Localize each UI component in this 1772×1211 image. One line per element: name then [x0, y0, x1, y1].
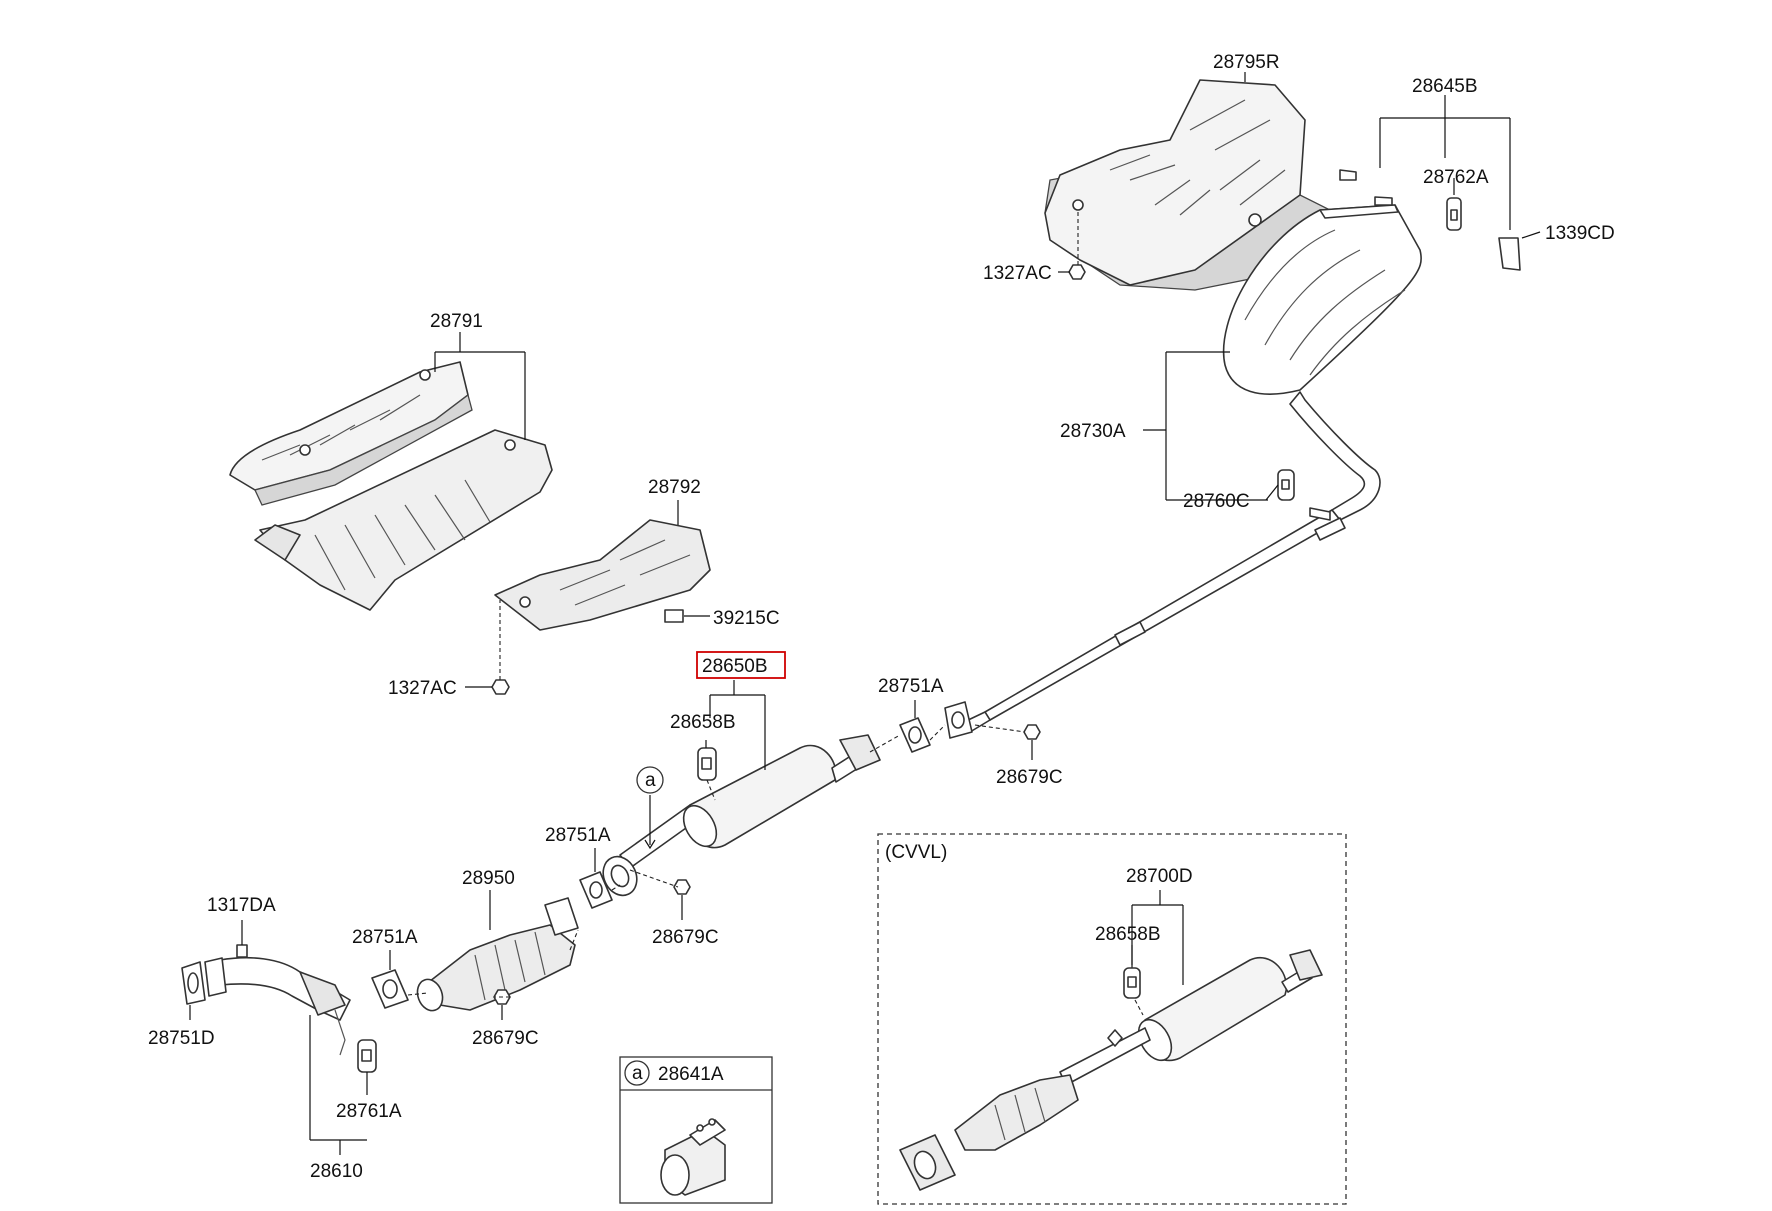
front-pipe-28610[interactable]: [204, 956, 351, 1056]
label-28761A: 28761A: [336, 1101, 402, 1122]
label-1339CD: 1339CD: [1545, 223, 1615, 244]
callout-a-circle: [636, 766, 664, 794]
label-1317DA: 1317DA: [207, 895, 276, 916]
gasket-28751A-right[interactable]: [899, 717, 931, 753]
nut-1327AC-mid[interactable]: [491, 679, 510, 695]
gasket-28751A-mid[interactable]: [579, 871, 613, 909]
label-28751A-right: 28751A: [878, 676, 944, 697]
nut-28679C-mid[interactable]: [673, 879, 691, 895]
label-28679C-left: 28679C: [472, 1028, 539, 1049]
center-muffler-28650B[interactable]: [597, 734, 881, 901]
cvvl-inset: [877, 833, 1347, 1205]
label-28792: 28792: [648, 477, 701, 498]
pipe-flange-right[interactable]: [944, 701, 973, 739]
label-28762A: 28762A: [1423, 167, 1489, 188]
label-28658B-inset: 28658B: [1095, 924, 1161, 945]
nut-1327AC-top[interactable]: [1068, 264, 1086, 280]
label-28751A-mid: 28751A: [545, 825, 611, 846]
clamp-detail-box-28641A[interactable]: [619, 1056, 773, 1204]
label-1327AC-mid: 1327AC: [388, 678, 457, 699]
gasket-28751D[interactable]: [181, 961, 206, 1005]
label-28751A-left: 28751A: [352, 927, 418, 948]
label-28700D: 28700D: [1126, 866, 1193, 887]
label-28645B: 28645B: [1412, 76, 1478, 97]
label-28658B-main: 28658B: [670, 712, 736, 733]
bolt-1317DA[interactable]: [236, 944, 248, 958]
rear-muffler-28730A[interactable]: [963, 204, 1423, 733]
catalytic-converter-28950[interactable]: [413, 897, 579, 1014]
rear-hanger-assembly[interactable]: [1339, 169, 1521, 271]
label-cvvl: (CVVL): [885, 842, 947, 863]
label-28650B: 28650B: [702, 656, 768, 677]
clip-39215C[interactable]: [664, 609, 684, 623]
label-28679C-mid: 28679C: [652, 927, 719, 948]
label-39215C: 39215C: [713, 608, 780, 629]
heat-shield-28792[interactable]: [494, 519, 711, 631]
part-labels: 28795R 28645B 28762A 1339CD 1327AC 28791…: [148, 52, 1615, 1182]
label-28760C: 28760C: [1183, 491, 1250, 512]
highlight-28650B: [696, 651, 786, 679]
leader-lines: [189, 72, 1541, 1155]
label-28730A: 28730A: [1060, 421, 1126, 442]
label-28641A: 28641A: [658, 1064, 724, 1085]
label-28610: 28610: [310, 1161, 363, 1182]
callout-a-letter: a: [645, 770, 656, 791]
label-28679C-right: 28679C: [996, 767, 1063, 788]
label-28791: 28791: [430, 311, 483, 332]
label-28751D: 28751D: [148, 1028, 215, 1049]
hanger-rubber-28760C[interactable]: [1277, 469, 1331, 521]
heat-shield-28791[interactable]: [229, 361, 553, 611]
nut-28679C-right[interactable]: [1023, 724, 1041, 740]
callout-box-letter: a: [632, 1063, 643, 1084]
hanger-rubber-28658B-main[interactable]: [697, 747, 717, 781]
hanger-rubber-28761A[interactable]: [357, 1039, 377, 1073]
label-1327AC-top: 1327AC: [983, 263, 1052, 284]
label-28950: 28950: [462, 868, 515, 889]
gasket-28751A-left[interactable]: [371, 969, 409, 1009]
label-28795R: 28795R: [1213, 52, 1280, 73]
